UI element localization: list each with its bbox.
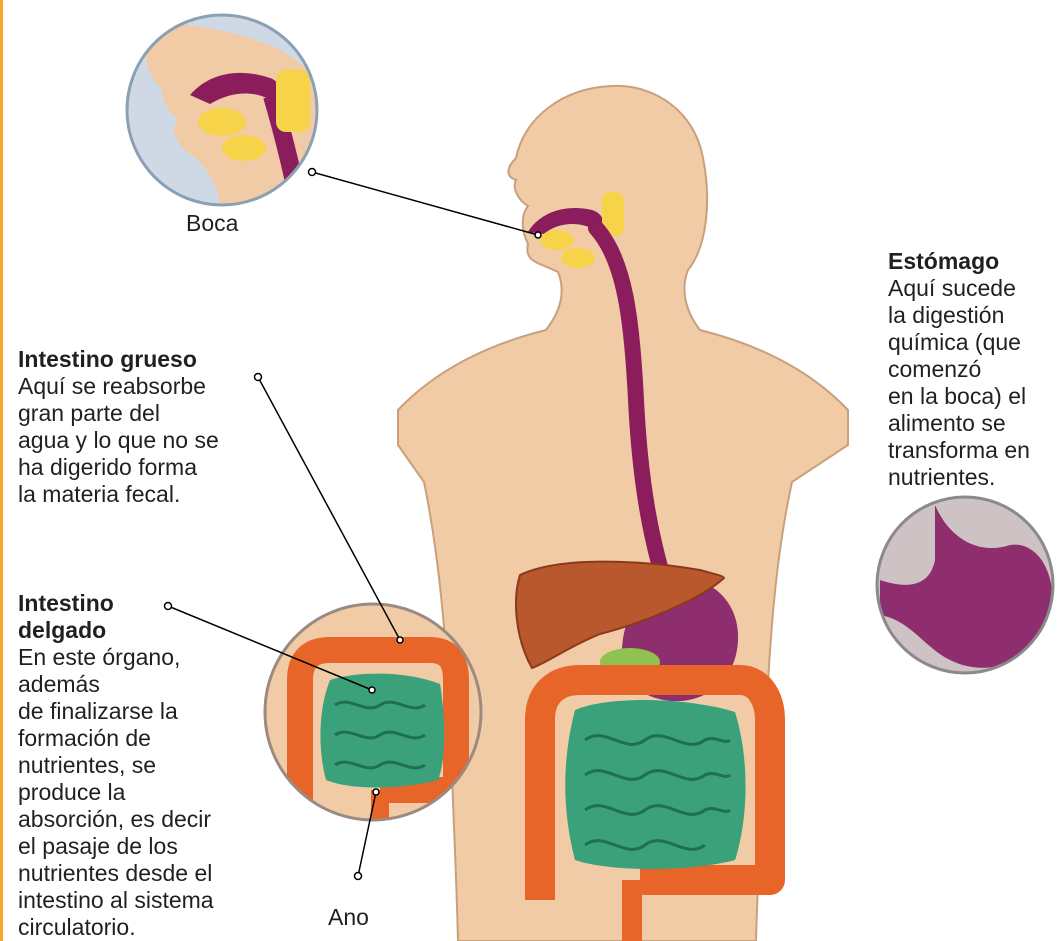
- boca-label: Boca: [186, 210, 238, 237]
- stomach-inset: [870, 490, 1062, 680]
- intestino-delgado-description: En este órgano, además de finalizarse la…: [18, 644, 214, 941]
- intestino-delgado-title-line1: Intestino: [18, 590, 214, 617]
- estomago-label: Estómago Aquí sucede la digestión químic…: [888, 248, 1030, 491]
- intestino-delgado-label: Intestino delgado En este órgano, además…: [18, 590, 214, 941]
- estomago-description: Aquí sucede la digestión química (que co…: [888, 275, 1030, 491]
- intestino-grueso-title: Intestino grueso: [18, 346, 219, 373]
- intestino-grueso-label: Intestino grueso Aquí se reabsorbe gran …: [18, 346, 219, 508]
- boca-title: Boca: [186, 210, 238, 237]
- intestino-delgado-title-line2: delgado: [18, 617, 214, 644]
- ano-title: Ano: [328, 904, 369, 931]
- ano-label: Ano: [328, 904, 369, 931]
- salivary-gland-upper: [540, 230, 574, 250]
- intestino-grueso-description: Aquí se reabsorbe gran parte del agua y …: [18, 373, 219, 508]
- mouth-inset: [120, 10, 330, 210]
- small-intestine: [565, 700, 745, 869]
- estomago-title: Estómago: [888, 248, 1030, 275]
- salivary-gland-lower: [561, 248, 595, 268]
